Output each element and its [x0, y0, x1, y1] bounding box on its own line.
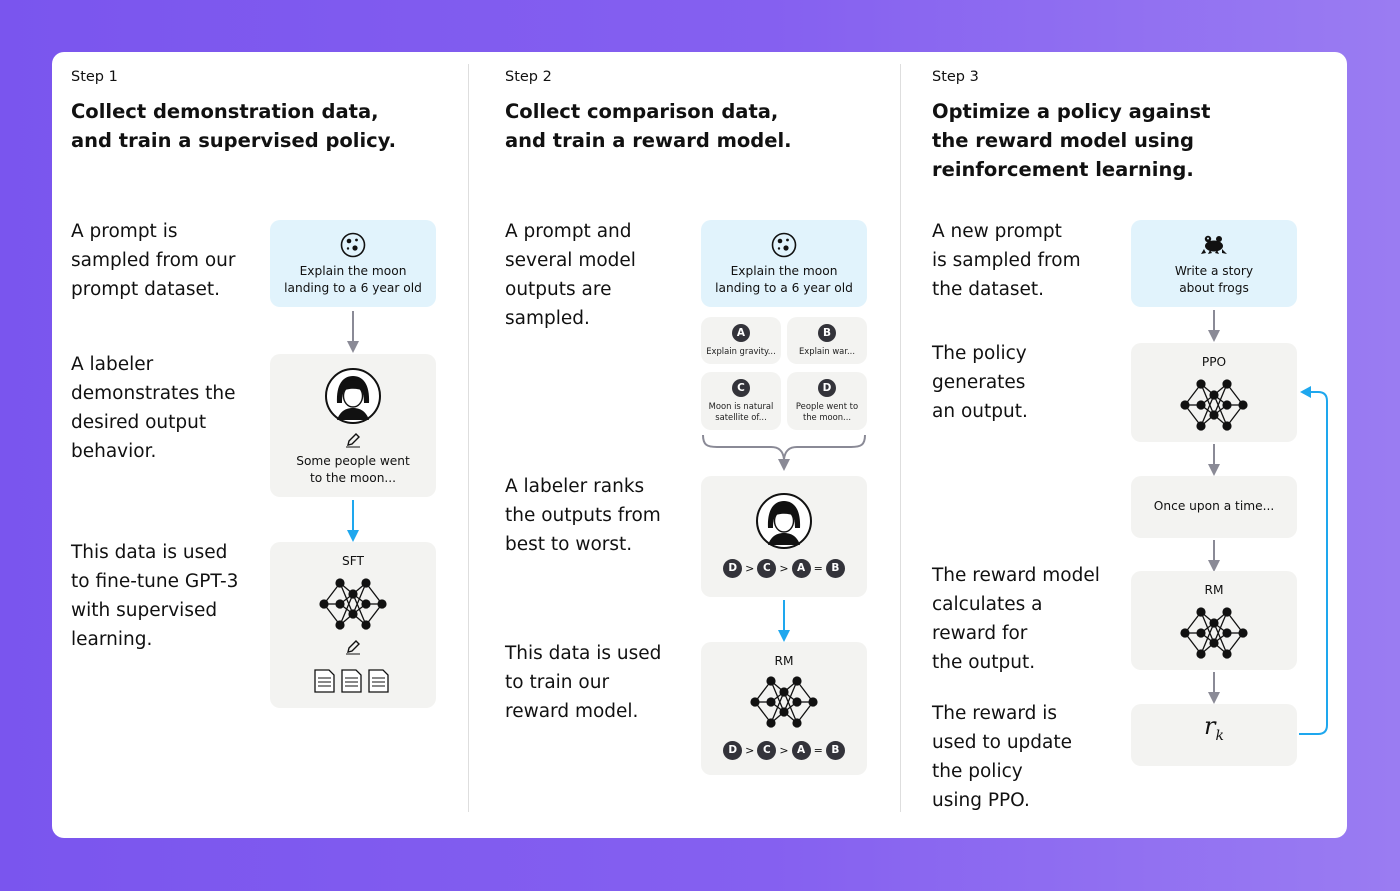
step2-ranking-box: D> C> A= B [701, 476, 867, 597]
neural-net-icon [319, 578, 387, 630]
flow-arrow [1208, 540, 1220, 572]
sft-label: SFT [342, 554, 364, 568]
step3-ppo-box: PPO [1131, 343, 1297, 442]
diagram-card: Step 1 Collect demonstration data, and t… [52, 52, 1347, 838]
flow-arrow [1208, 444, 1220, 476]
rm-label: RM [774, 654, 794, 668]
pencil-icon [346, 640, 360, 655]
step2-title: Collect comparison data, and train a rew… [505, 100, 792, 152]
column-divider [900, 64, 901, 812]
flow-arrow [1208, 672, 1220, 704]
flow-arrow [1208, 310, 1220, 342]
step1-sft-box: SFT [270, 542, 436, 708]
labeler-avatar-icon [756, 493, 812, 549]
reward-symbol: rk [1204, 712, 1224, 744]
step3-title: Optimize a policy against the reward mod… [932, 100, 1211, 181]
ranking-row: D> C> A= B [701, 741, 867, 760]
step3-output-box: Once upon a time... [1131, 476, 1297, 538]
feedback-loop-arrow [1299, 386, 1328, 735]
step3-label: Step 3 [932, 69, 979, 85]
output-text: Once upon a time... [1153, 499, 1275, 513]
neural-net-icon [1180, 607, 1248, 659]
rm-label: RM [1204, 583, 1224, 597]
neural-net-icon [1180, 379, 1248, 431]
labeler-avatar-icon [325, 368, 381, 424]
moon-icon [340, 232, 366, 258]
output-card-a: A Explain gravity... [701, 317, 781, 364]
neural-net-icon [750, 676, 818, 728]
document-icon [314, 669, 389, 693]
step3-reward-box: rk [1131, 704, 1297, 766]
frog-icon [1201, 235, 1227, 254]
output-card-b: B Explain war... [787, 317, 867, 364]
step1-title: Collect demonstration data, and train a … [71, 100, 397, 152]
column-divider [468, 64, 469, 812]
flow-arrow [347, 311, 359, 353]
step1-label: Step 1 [71, 69, 118, 85]
step3-rm-box: RM [1131, 571, 1297, 670]
moon-icon [771, 232, 797, 258]
step2-label: Step 2 [505, 69, 552, 85]
step2-rm-box: RM D> C> A= B [701, 642, 867, 775]
pencil-icon [346, 433, 360, 448]
flow-arrow-blue [778, 600, 790, 642]
ppo-label: PPO [1201, 355, 1227, 369]
bracket-connector [702, 434, 866, 471]
ranking-row: D> C> A= B [701, 559, 867, 578]
flow-arrow-blue [347, 500, 359, 542]
